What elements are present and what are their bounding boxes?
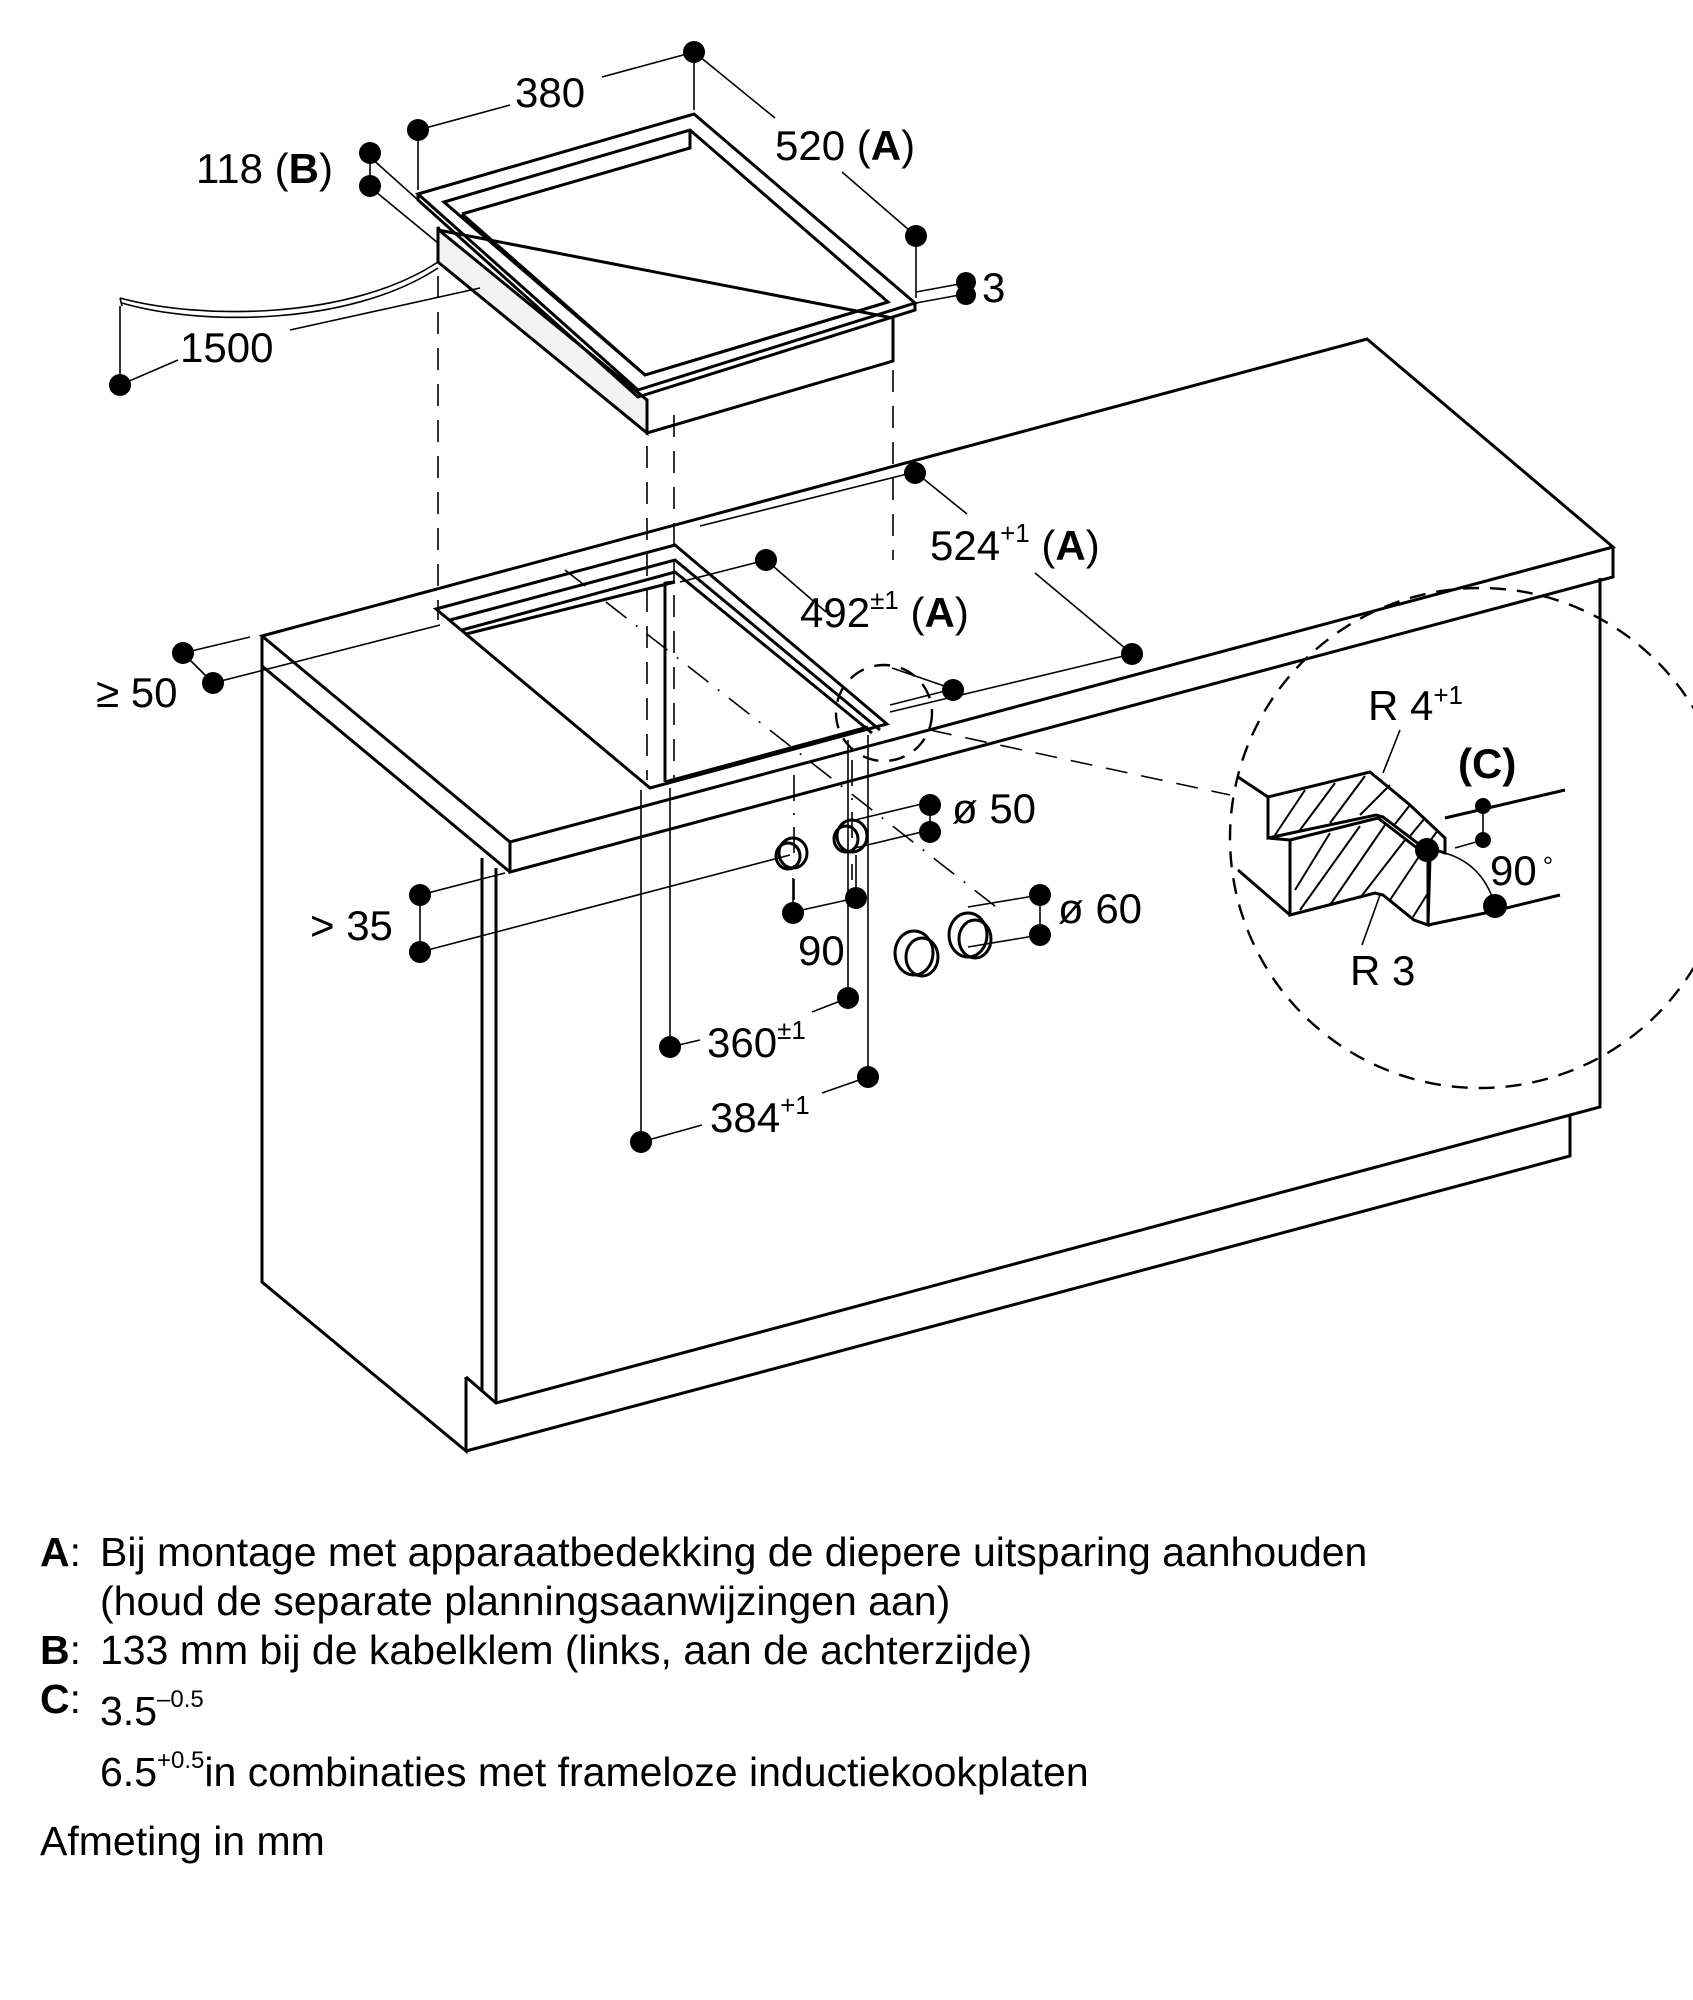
legend-item-c: C: 3.5–0.5 bbox=[40, 1675, 1367, 1736]
countertop-front bbox=[508, 547, 1615, 874]
dimension-marks bbox=[109, 41, 1143, 1153]
dim-cutout-width-outer: 384+1 bbox=[710, 1090, 810, 1141]
detail-radius-top: R 4+1 bbox=[1368, 680, 1463, 729]
hob bbox=[119, 112, 919, 437]
detail-step-ref: (C) bbox=[1458, 740, 1516, 787]
legend-text-c-1: 3.5–0.5 bbox=[100, 1686, 204, 1734]
legend-text-a-2: (houd de separate planningsaanwijzingen … bbox=[100, 1578, 951, 1624]
dim-front-distance: ≥ 50 bbox=[96, 669, 177, 716]
legend-item-b: B: 133 mm bij de kabelklem (links, aan d… bbox=[40, 1626, 1367, 1675]
cutout bbox=[432, 543, 891, 790]
vent-holes-large bbox=[893, 911, 993, 978]
dim-cutout-width-inner: 360±1 bbox=[707, 1015, 806, 1066]
dim-hole-spacing: 90 bbox=[798, 927, 845, 974]
detail-circle bbox=[1228, 586, 1693, 1090]
dim-hole-small: ø 50 bbox=[952, 785, 1036, 832]
hob-glass-edge bbox=[461, 130, 692, 216]
hob-frame-edge bbox=[416, 194, 917, 399]
dim-hob-height: 118 (B) bbox=[196, 145, 333, 192]
hob-body-left-side bbox=[436, 226, 649, 437]
legend-text-c-2: 6.5+0.5in combinaties met frameloze indu… bbox=[100, 1747, 1089, 1795]
legend-key-c: C: bbox=[40, 1676, 82, 1722]
dim-hole-large: ø 60 bbox=[1058, 885, 1142, 932]
hatching bbox=[1274, 775, 1439, 918]
vent-holes-small bbox=[774, 818, 869, 871]
dim-cutout-depth-inner: 492±1 (A) bbox=[800, 585, 969, 636]
dim-hob-depth: 520 (A) bbox=[775, 122, 915, 169]
countertop-side bbox=[260, 636, 511, 874]
cabinet-left-side bbox=[260, 666, 468, 1455]
dim-cable-length: 1500 bbox=[180, 324, 273, 371]
dimension-labels: 380 520 (A) 118 (B) 3 1500 524+1 (A) 492… bbox=[96, 69, 1142, 1141]
legend-key-a: A: bbox=[40, 1529, 82, 1575]
legend-text-a-1: Bij montage met apparaatbedekking de die… bbox=[100, 1529, 1368, 1575]
legend-text-b: 133 mm bij de kabelklem (links, aan de a… bbox=[100, 1627, 1033, 1673]
legend-key-b: B: bbox=[40, 1627, 82, 1673]
projection-lines bbox=[437, 240, 1001, 911]
unit-note: Afmeting in mm bbox=[40, 1818, 325, 1864]
hob-cable bbox=[119, 261, 439, 313]
legend: A: Bij montage met apparaatbedekking de … bbox=[40, 1528, 1367, 1797]
hob-glass-edge-front bbox=[461, 212, 889, 377]
detail-marker bbox=[834, 663, 934, 763]
dim-min-gap: > 35 bbox=[310, 902, 393, 949]
section-profile bbox=[1237, 729, 1566, 946]
legend-item-a: A: Bij montage met apparaatbedekking de … bbox=[40, 1528, 1367, 1577]
detail-callout: R 4+1 (C) 90° R 3 bbox=[834, 586, 1693, 1090]
dim-frame-thickness: 3 bbox=[982, 264, 1005, 311]
dim-hob-width: 380 bbox=[515, 69, 585, 116]
legend-item-a-cont: (houd de separate planningsaanwijzingen … bbox=[40, 1577, 1367, 1626]
legend-item-c-cont: 6.5+0.5in combinaties met frameloze indu… bbox=[40, 1736, 1367, 1797]
installation-drawing: 380 520 (A) 118 (B) 3 1500 524+1 (A) 492… bbox=[96, 41, 1693, 1455]
cabinet bbox=[258, 337, 1617, 1455]
detail-radius-bottom: R 3 bbox=[1350, 947, 1415, 994]
cabinet-plinth bbox=[465, 1115, 1572, 1453]
dim-cutout-depth-outer: 524+1 (A) bbox=[930, 518, 1100, 569]
detail-angle: 90° bbox=[1490, 847, 1553, 894]
cabinet-front bbox=[465, 578, 1602, 1405]
